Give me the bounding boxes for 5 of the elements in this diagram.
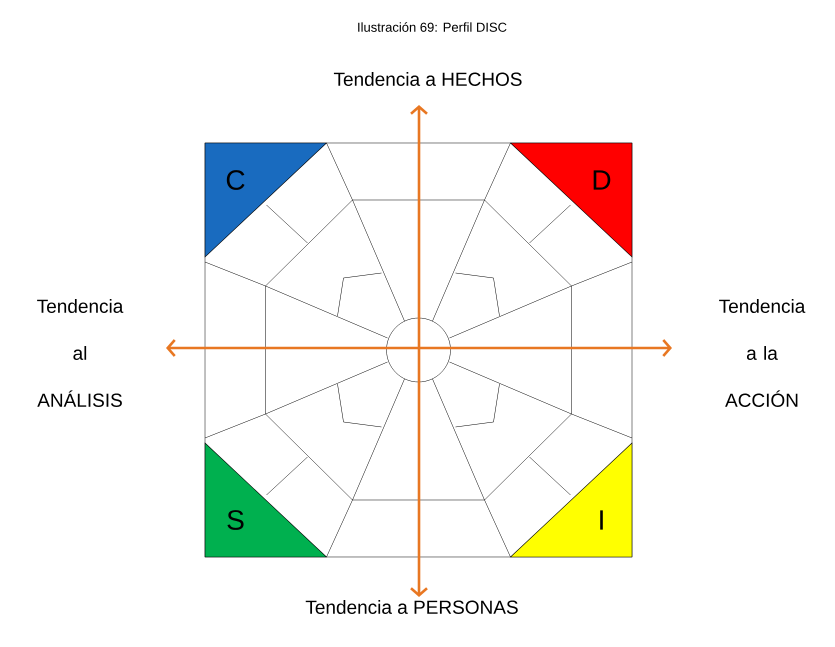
axis-label: Tendencia al ANÁLISIS: [37, 299, 124, 407]
axis-label: Tendencia a la ACCIÓN: [719, 299, 806, 407]
title: Ilustración 69: Perfil DISC: [358, 22, 506, 32]
axis-label: Tendencia a HECHOS: [334, 72, 522, 86]
axis-label: Tendencia a PERSONAS: [306, 600, 518, 614]
